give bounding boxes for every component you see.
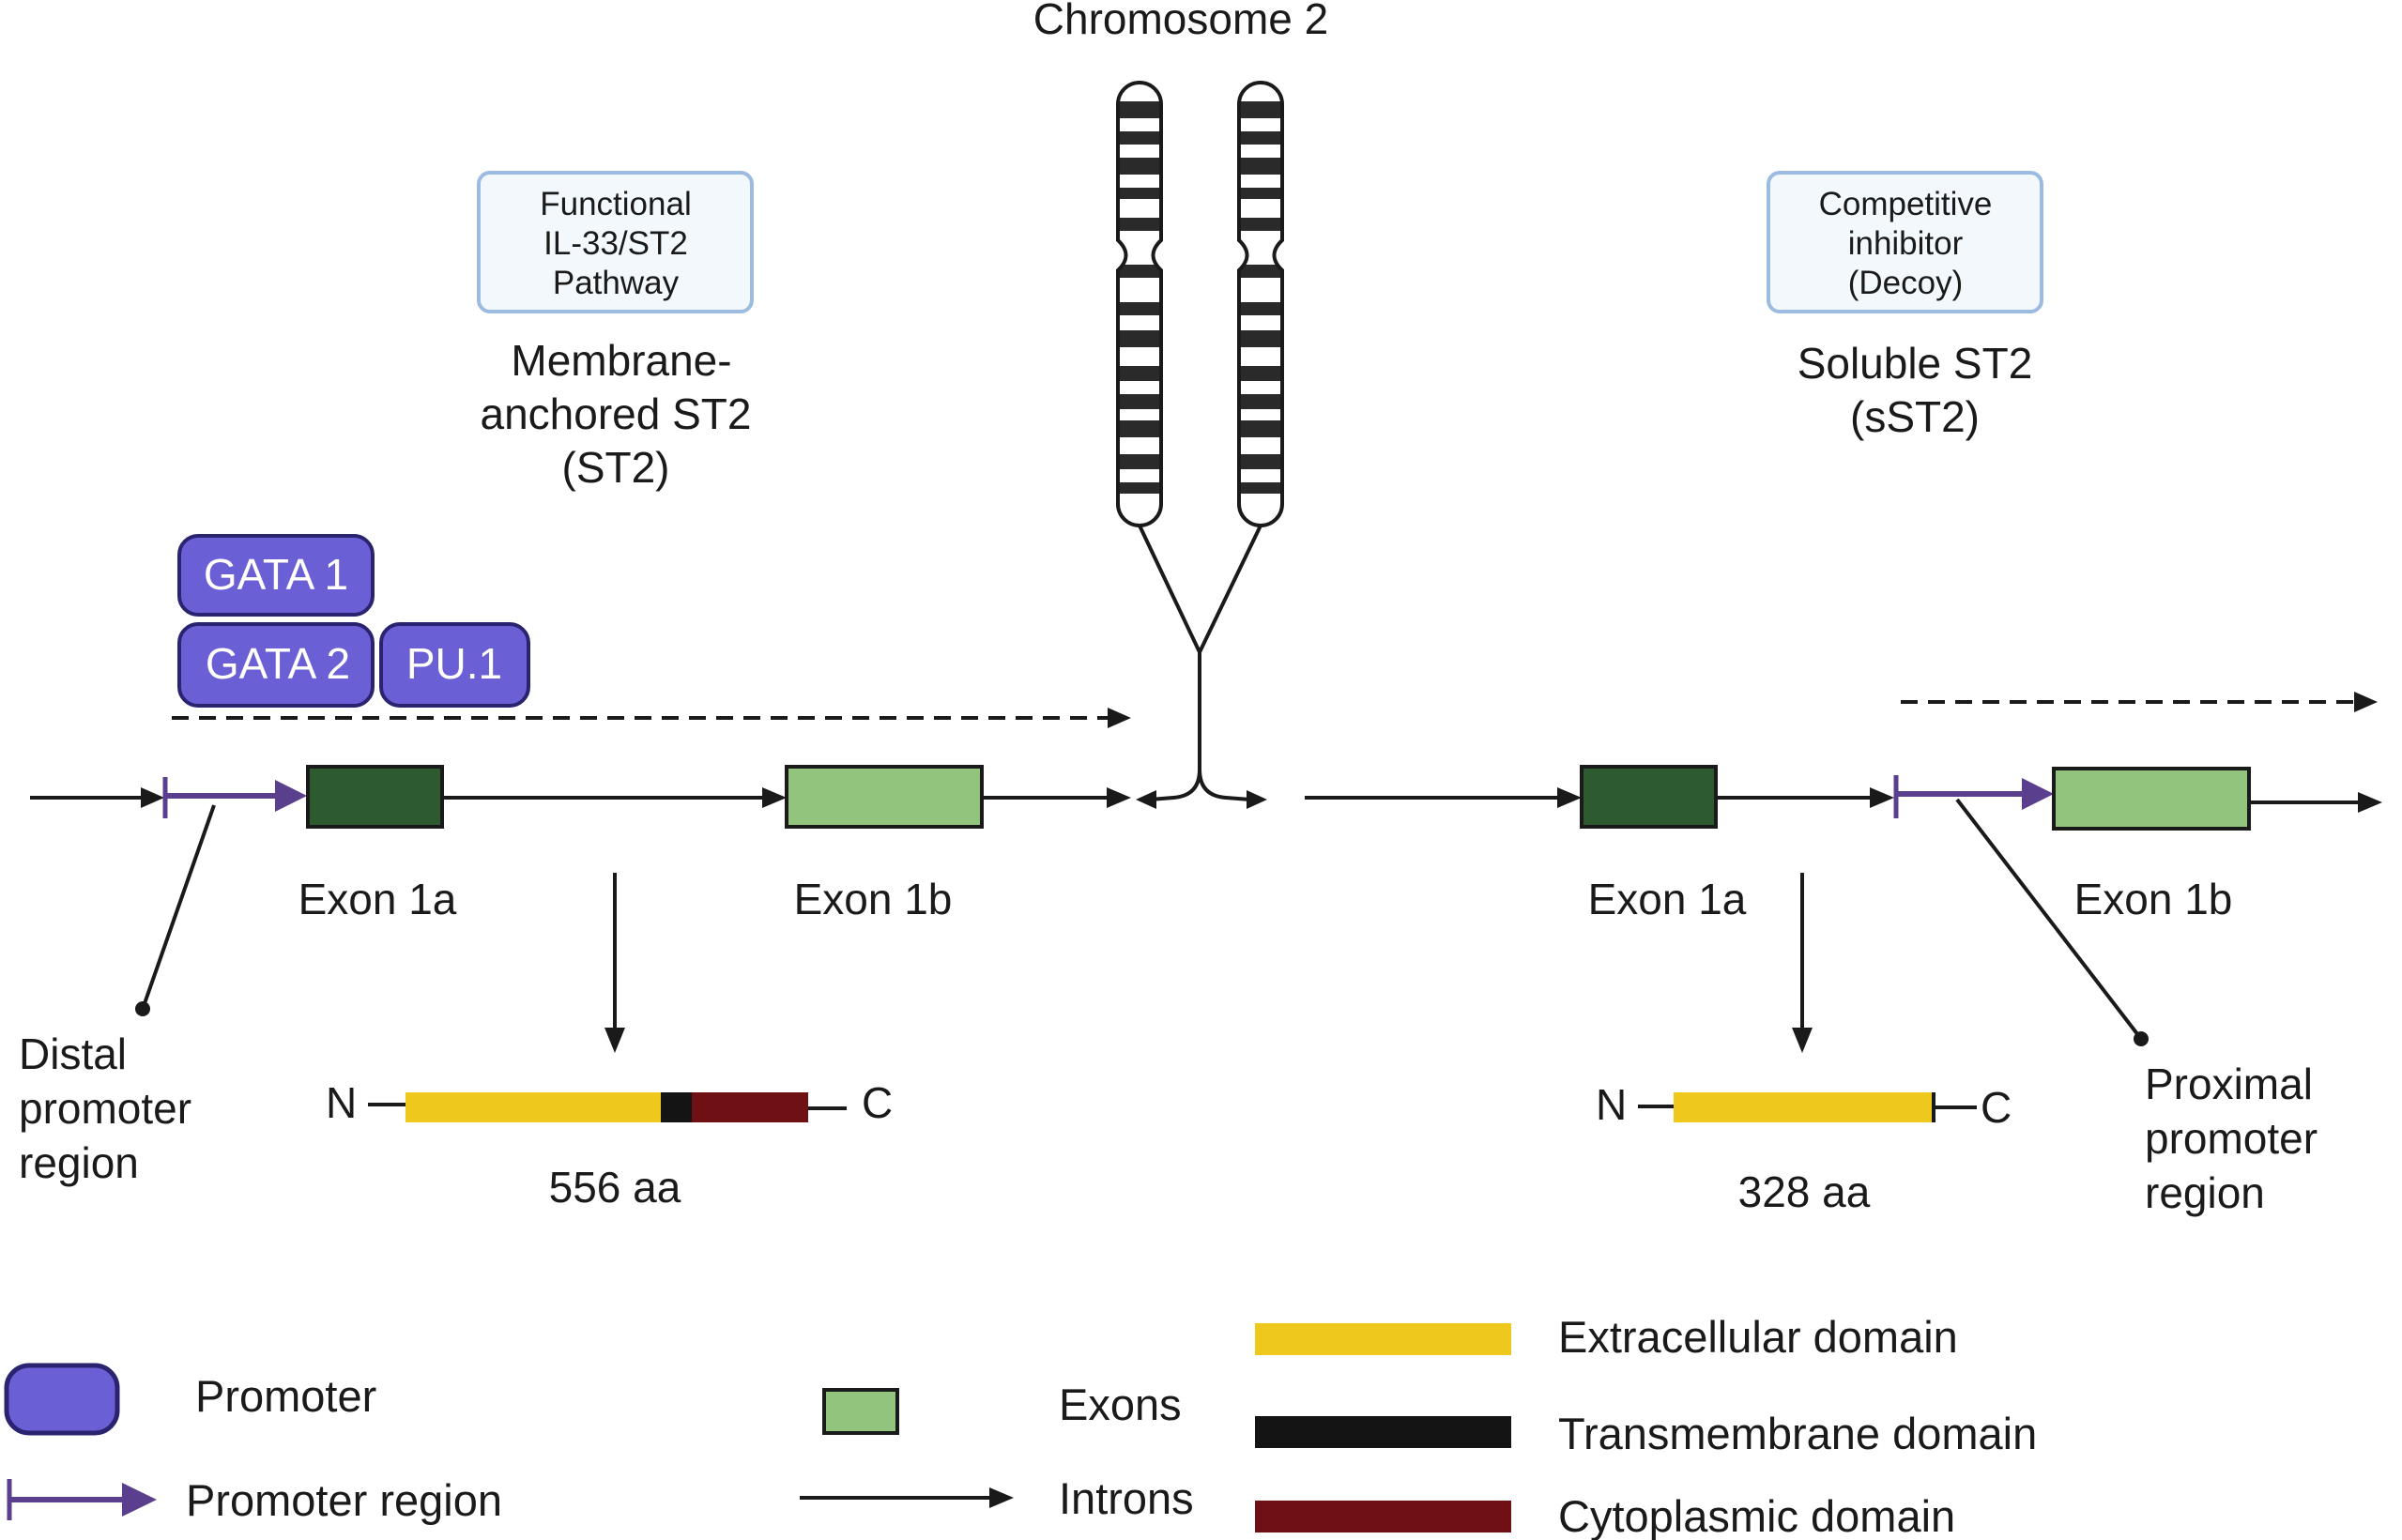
- legend-promoter-region-label: Promoter region: [186, 1475, 502, 1525]
- distal-promoter-pointer: [141, 804, 216, 1010]
- right-exon-1b-label: Exon 1b: [2074, 875, 2233, 923]
- left-intron-upstream-arrowhead: [141, 787, 164, 808]
- gata1-badge: [177, 534, 375, 617]
- left-exon-1a: [306, 765, 444, 829]
- pu1-badge: [379, 622, 530, 708]
- right-translation-arrowhead: [1792, 1028, 1813, 1053]
- left-extracellular-domain: [405, 1092, 661, 1122]
- legend-cytoplasmic-label: Cytoplasmic domain: [1558, 1491, 1955, 1540]
- gata1-label: GATA 1: [204, 550, 348, 599]
- distal-promoter-line3: region: [19, 1138, 139, 1187]
- connector-arrowhead-right: [1247, 790, 1267, 809]
- right-protein-c-terminus: C: [1981, 1083, 2012, 1132]
- proximal-promoter-line3: region: [2145, 1168, 2265, 1217]
- right-intron-1-arrowhead: [1870, 787, 1894, 808]
- left-protein-n-terminus: N: [326, 1078, 357, 1127]
- soluble-st2-line2: (sST2): [1850, 392, 1980, 441]
- competitive-inhibitor-line3: (Decoy): [1848, 265, 1964, 301]
- right-gene-locus: [1305, 765, 2382, 831]
- left-gene-locus: [30, 765, 1131, 829]
- chromosome-connector: [1138, 525, 1262, 801]
- left-transmembrane-domain: [661, 1092, 692, 1122]
- functional-pathway-box: [477, 171, 754, 313]
- chromatid-left: [1116, 81, 1163, 527]
- left-exon-1b: [785, 765, 984, 829]
- legend-extracellular-label: Extracellular domain: [1558, 1312, 1958, 1362]
- chromosome-title: Chromosome 2: [1033, 0, 1328, 43]
- right-exon-1a-label: Exon 1a: [1588, 875, 1747, 923]
- left-translation-arrowhead: [604, 1028, 625, 1053]
- chromosome-pair: [1116, 81, 1284, 809]
- right-promoter-region-arrowhead: [2022, 778, 2054, 810]
- left-intron-downstream-arrowhead: [1107, 787, 1131, 808]
- left-intron-1-arrowhead: [762, 787, 787, 808]
- legend-intron-arrowhead: [989, 1487, 1014, 1508]
- legend-exon-swatch: [822, 1388, 899, 1435]
- right-protein-n-terminus: N: [1596, 1080, 1627, 1129]
- right-intron-downstream-arrowhead: [2358, 792, 2382, 813]
- right-protein: N C 328 aa: [1596, 1080, 2012, 1216]
- competitive-inhibitor-line1: Competitive: [1819, 186, 1993, 222]
- proximal-promoter-pointer-dot: [2134, 1031, 2149, 1046]
- left-cytoplasmic-domain: [692, 1092, 808, 1122]
- membrane-st2-line2: anchored ST2: [481, 389, 752, 438]
- left-transcript-dashed-arrowhead: [1108, 708, 1131, 728]
- membrane-st2-line1: Membrane-: [511, 336, 731, 385]
- legend-cytoplasmic-swatch: [1255, 1501, 1511, 1532]
- right-exon-1a: [1580, 765, 1718, 829]
- right-extracellular-domain: [1674, 1092, 1934, 1122]
- proximal-promoter-line1: Proximal: [2145, 1060, 2313, 1108]
- left-protein-c-terminus: C: [862, 1078, 893, 1127]
- functional-pathway-line1: Functional: [540, 186, 691, 222]
- membrane-st2-line3: (ST2): [562, 443, 670, 492]
- distal-promoter-pointer-dot: [135, 1001, 150, 1016]
- functional-pathway-line3: Pathway: [553, 265, 680, 301]
- competitive-inhibitor-box: [1767, 171, 2043, 313]
- distal-promoter-line2: promoter: [19, 1084, 191, 1133]
- legend-exons-label: Exons: [1059, 1380, 1182, 1429]
- legend-promoter-swatch: [4, 1363, 120, 1436]
- chromatid-right: [1237, 81, 1284, 527]
- right-exon-1b: [2052, 767, 2251, 831]
- left-promoter-region-arrowhead: [275, 780, 307, 812]
- legend-transmembrane-swatch: [1255, 1416, 1511, 1448]
- legend-promoter-region-arrowhead: [122, 1483, 157, 1517]
- legend: Promoter Promoter region Exons Introns E…: [4, 1312, 2037, 1540]
- functional-pathway-line2: IL-33/ST2: [543, 225, 688, 262]
- proximal-promoter-pointer: [1955, 798, 2143, 1041]
- right-protein-length: 328 aa: [1738, 1167, 1871, 1216]
- right-transcript-dashed-arrowhead: [2354, 692, 2378, 712]
- distal-promoter-line1: Distal: [19, 1029, 127, 1078]
- legend-transmembrane-label: Transmembrane domain: [1558, 1409, 2037, 1458]
- soluble-st2-line1: Soluble ST2: [1798, 339, 2033, 388]
- competitive-inhibitor-line2: inhibitor: [1848, 225, 1964, 262]
- left-exon-1a-label: Exon 1a: [298, 875, 457, 923]
- legend-introns-label: Introns: [1059, 1473, 1194, 1523]
- proximal-promoter-line2: promoter: [2145, 1114, 2318, 1163]
- legend-promoter-label: Promoter: [195, 1371, 376, 1421]
- left-protein-length: 556 aa: [549, 1163, 681, 1212]
- legend-extracellular-swatch: [1255, 1323, 1511, 1355]
- left-protein: N C 556 aa: [326, 1078, 893, 1212]
- gata2-label: GATA 2: [206, 639, 350, 688]
- right-intron-upstream-arrowhead: [1557, 787, 1582, 808]
- pu1-label: PU.1: [406, 639, 502, 688]
- connector-arrowhead-left: [1136, 790, 1156, 809]
- left-exon-1b-label: Exon 1b: [794, 875, 953, 923]
- gata2-badge: [177, 622, 375, 708]
